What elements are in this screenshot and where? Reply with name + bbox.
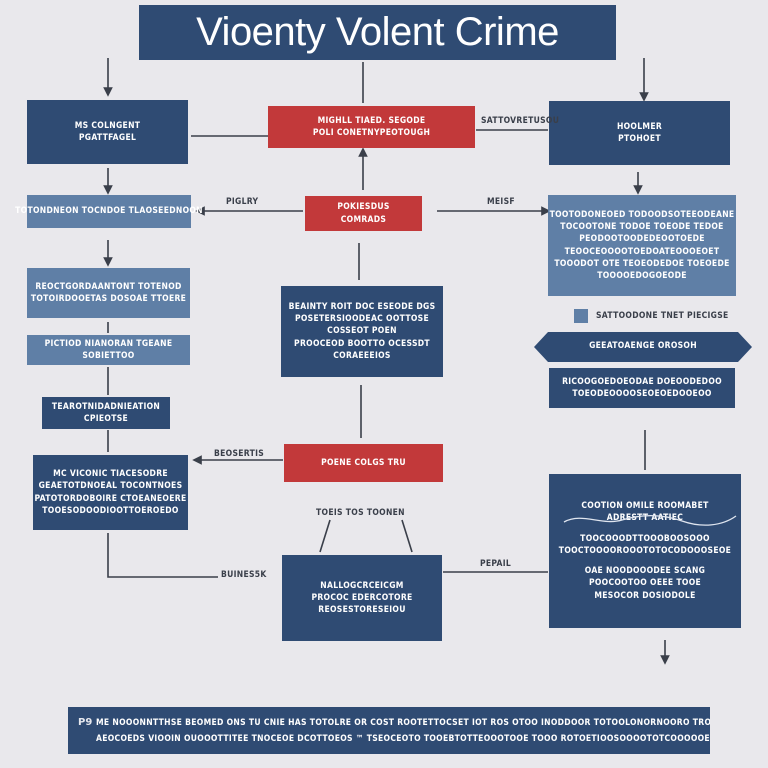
node-text: TOOTODONEOED TODOODSOTEEODEANE [549,209,735,220]
node-text: PICTIOD NIANORAN TGEANE [44,338,173,349]
node-text: TOOCOOODTTOOOBOOSOOO [580,533,710,544]
node-text: POENE COLGS TRU [321,457,406,468]
node-right-4[interactable]: COOTION OMILE ROOMABET ADRESTT AATIEC TO… [549,474,741,628]
wave-divider [563,514,737,526]
link-label-bottom-left: BUINES5K [221,570,267,580]
node-text: TOOODOT OTE TEOEODEDOE TOEOEDE [554,258,730,269]
link-label-top-right: SATTOVRETUSOU [481,116,560,126]
link-label-bottom-right: PEPAIL [480,559,512,569]
node-text: HOOLMER [616,121,663,132]
footer-note: ME NOOONNTTHSE BEOMED ONS TU CNIE HAS TO… [68,707,710,754]
node-text: ADRESTT AATIEC [606,513,684,524]
node-center-red-2[interactable]: POKIESDUS COMRADS [305,196,422,231]
node-text: MS COLNGENT [74,120,141,131]
node-text: TOOOOEDOGOEODE [597,271,687,282]
node-left-2[interactable]: TOTONDNEON TOCNDOE TLAOSEEDNOON [15,195,203,228]
node-text: MESOCOR DOSIODOLE [594,590,696,601]
node-text: PTOHOET [618,134,661,144]
node-text: REOSESTORESEIOU [318,605,406,616]
node-text: POSETERSIOODEAC OOTTOSE [294,314,430,325]
legend-swatch [574,309,588,323]
node-text: TEAROTNIDADNIEATION [51,401,161,412]
link-label-left: PIGLRY [226,197,259,207]
node-text: CORAEEEIOS [333,350,391,361]
node-text: TOOCTOOOOROOOTOTOCODOOOSEOE [558,545,732,556]
page-title: Vioenty Volent Crime [139,5,616,60]
node-text: PGATTFAGEL [78,133,137,143]
node-left-6[interactable]: MC VICONIC TIACESODRE GEAETOTDNOEAL TOCO… [33,455,188,530]
node-text: TOEODEOOOOSEOEOEDOOEOO [572,389,712,399]
node-text: BEAINTY ROIT DOC ESEODE DGS [288,301,436,312]
node-text: TOTOIRDOOETAS DOSOAE TTOERE [30,294,187,304]
node-text: TOTONDNEON TOCNDOE TLAOSEEDNOON [15,206,203,217]
footer-line: ME NOOONNTTHSE BEOMED ONS TU CNIE HAS TO… [96,718,710,728]
node-text: POLI CONETNYPEOTOUGH [312,128,431,138]
node-center-bottom[interactable]: NALLOGCRCEICGM PROCOC EDERCOTORE REOSEST… [282,555,442,641]
node-text: TOOESODOODIOOTTOEROEDO [42,505,179,516]
node-text: NALLOGCRCEICGM [320,580,404,591]
node-left-3[interactable]: REOCTGORDAANTONT TOTENOD TOTOIRDOOETAS D… [27,268,190,318]
node-text: POOCOOTOO OEEE TOOE [588,578,702,589]
node-text: PROCOC EDERCOTORE [311,592,413,603]
node-left-4[interactable]: PICTIOD NIANORAN TGEANE SOBIETTOO [27,335,190,365]
node-text: PEODOOTOODEDEOOTOEDE [579,234,705,245]
ribbon-banner [534,332,752,362]
legend-label: SATTOODONE TNET PIECIGSE [596,311,729,321]
fork-label: TOEIS TOS TOONEN [316,508,405,518]
node-right-1[interactable]: HOOLMER PTOHOET [549,101,730,165]
node-text: OAE NOODOOODEE SCANG [584,566,706,577]
footer-mark: P9 [78,717,93,728]
node-left-1[interactable]: MS COLNGENT PGATTFAGEL [27,100,188,164]
node-text: TOCOOTONE TODOE TOEODE TEDOE [560,221,724,232]
node-right-3[interactable]: RICOOGOEDOEODAE DOEOODEDOO TOEODEOOOOSEO… [549,368,735,408]
node-left-5[interactable]: TEAROTNIDADNIEATION CPIEOTSE [42,397,170,429]
node-text: COMRADS [340,214,387,225]
node-text: SOBIETTOO [82,351,135,361]
node-text: POKIESDUS [337,202,390,213]
link-label-right: MEISF [487,197,515,207]
node-center-top[interactable]: MIGHLL TIAED. SEGODE POLI CONETNYPEOTOUG… [268,106,475,148]
node-center-mid[interactable]: BEAINTY ROIT DOC ESEODE DGS POSETERSIOOD… [281,286,443,377]
node-text: MIGHLL TIAED. SEGODE [317,115,426,126]
node-text: PATOTORDOBOIRE CTOEANEOERE [34,493,187,504]
node-text: TEOOCEOOOOTOEDOATEOOOEOET [564,246,720,257]
node-text: GEAETOTDNOEAL TOCONTNOES [38,481,183,492]
link-label-mid-left: BEOSERTIS [214,449,265,459]
banner-label: GEEATOAENGE OROSOH [589,341,697,351]
node-text: RICOOGOEDOEODAE DOEOODEDOO [562,376,722,387]
node-text: PROOCEOD BOOTTO OCESSDT [294,338,430,349]
node-right-2[interactable]: TOOTODONEOED TODOODSOTEEODEANE TOCOOTONE… [548,195,736,296]
node-text: MC VICONIC TIACESODRE [53,468,168,479]
node-text: CPIEOTSE [83,414,129,424]
node-text: REOCTGORDAANTONT TOTENOD [35,281,182,292]
node-center-red-3[interactable]: POENE COLGS TRU [284,444,443,482]
node-text: COSSEOT POEN [327,326,397,337]
node-text: COOTION OMILE ROOMABET [581,500,709,511]
footer-line: AEOCOEDS VIOOIN OUOOOTTITEE TNOCEOE DCOT… [96,734,710,745]
